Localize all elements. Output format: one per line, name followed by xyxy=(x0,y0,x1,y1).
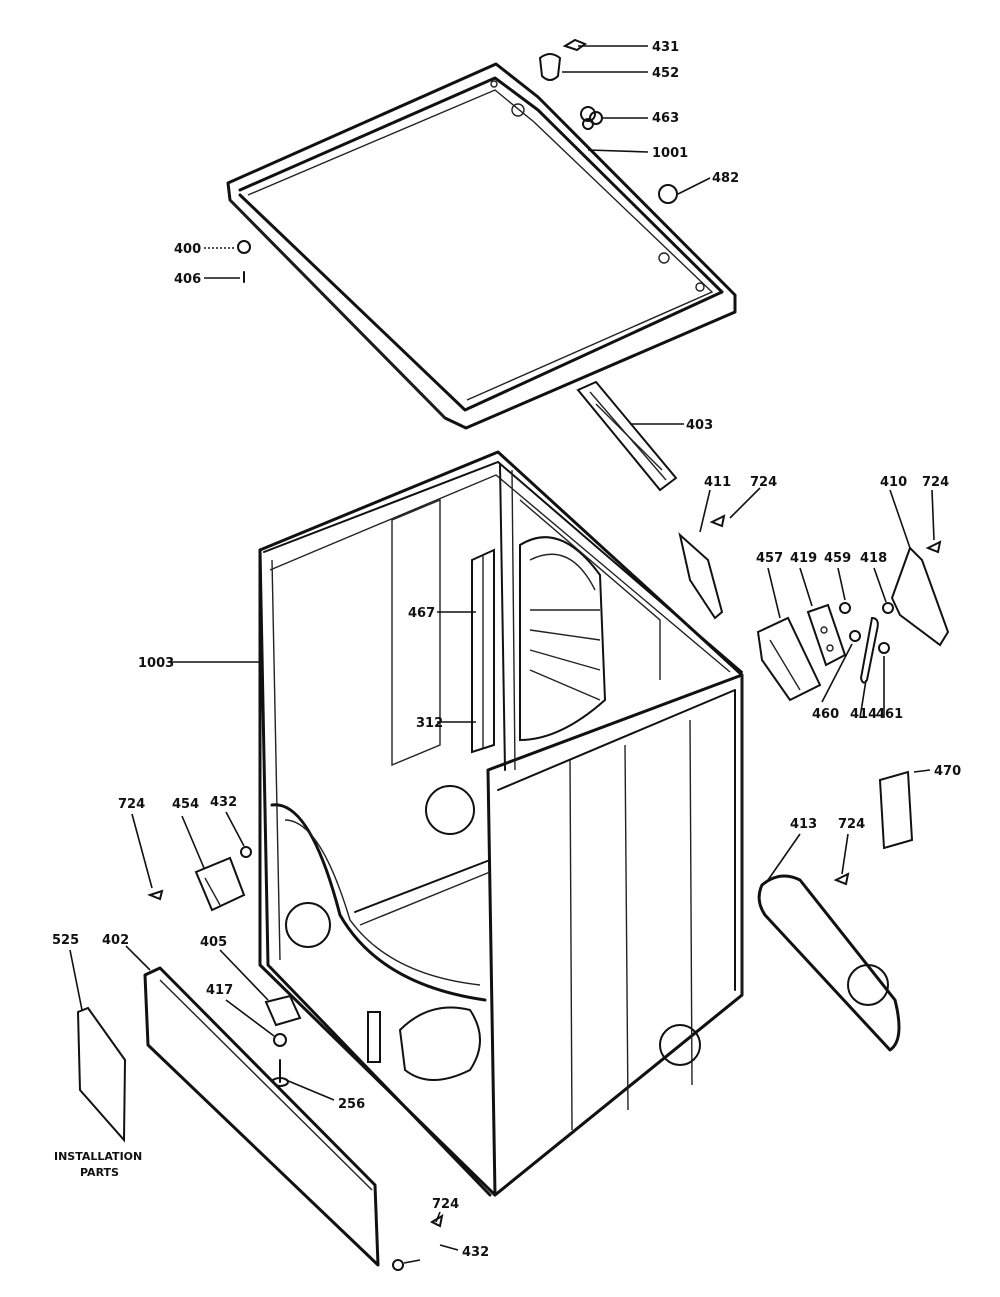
installation-caption-line2: PARTS xyxy=(80,1166,119,1179)
label-724-b: 724 xyxy=(922,475,949,490)
label-724-a: 724 xyxy=(750,475,777,490)
label-470: 470 xyxy=(934,764,961,779)
label-724-e: 724 xyxy=(432,1197,459,1212)
label-457: 457 xyxy=(756,551,783,566)
label-482: 482 xyxy=(712,171,739,186)
label-467: 467 xyxy=(408,606,435,621)
label-452: 452 xyxy=(652,66,679,81)
label-414: 414 xyxy=(850,707,877,722)
hinge-strip-part xyxy=(576,380,678,492)
label-400: 400 xyxy=(174,242,201,257)
small-parts-top xyxy=(237,38,678,283)
part-labels: 431 452 463 1001 482 400 406 403 411 724… xyxy=(52,40,961,1260)
label-459: 459 xyxy=(824,551,851,566)
label-419: 419 xyxy=(790,551,817,566)
label-431: 431 xyxy=(652,40,679,55)
label-454: 454 xyxy=(172,797,199,812)
label-432-a: 432 xyxy=(210,795,237,810)
label-406: 406 xyxy=(174,272,201,287)
label-724-d: 724 xyxy=(118,797,145,812)
label-405: 405 xyxy=(200,935,227,950)
label-461: 461 xyxy=(876,707,903,722)
label-256: 256 xyxy=(338,1097,365,1112)
label-463: 463 xyxy=(652,111,679,126)
label-432-b: 432 xyxy=(462,1245,489,1260)
top-panel xyxy=(226,62,737,430)
cabinet xyxy=(258,450,744,1197)
label-460: 460 xyxy=(812,707,839,722)
label-312: 312 xyxy=(416,716,443,731)
leader-lines xyxy=(69,45,935,1264)
label-417: 417 xyxy=(206,983,233,998)
label-411: 411 xyxy=(704,475,731,490)
left-lower-parts xyxy=(76,846,459,1271)
label-1001: 1001 xyxy=(652,146,688,161)
label-1003: 1003 xyxy=(138,656,174,671)
label-402: 402 xyxy=(102,933,129,948)
label-525: 525 xyxy=(52,933,79,948)
right-parts xyxy=(678,514,950,1052)
label-418: 418 xyxy=(860,551,887,566)
label-413: 413 xyxy=(790,817,817,832)
label-410: 410 xyxy=(880,475,907,490)
installation-caption-line1: INSTALLATION xyxy=(54,1150,142,1163)
label-724-c: 724 xyxy=(838,817,865,832)
label-403: 403 xyxy=(686,418,713,433)
